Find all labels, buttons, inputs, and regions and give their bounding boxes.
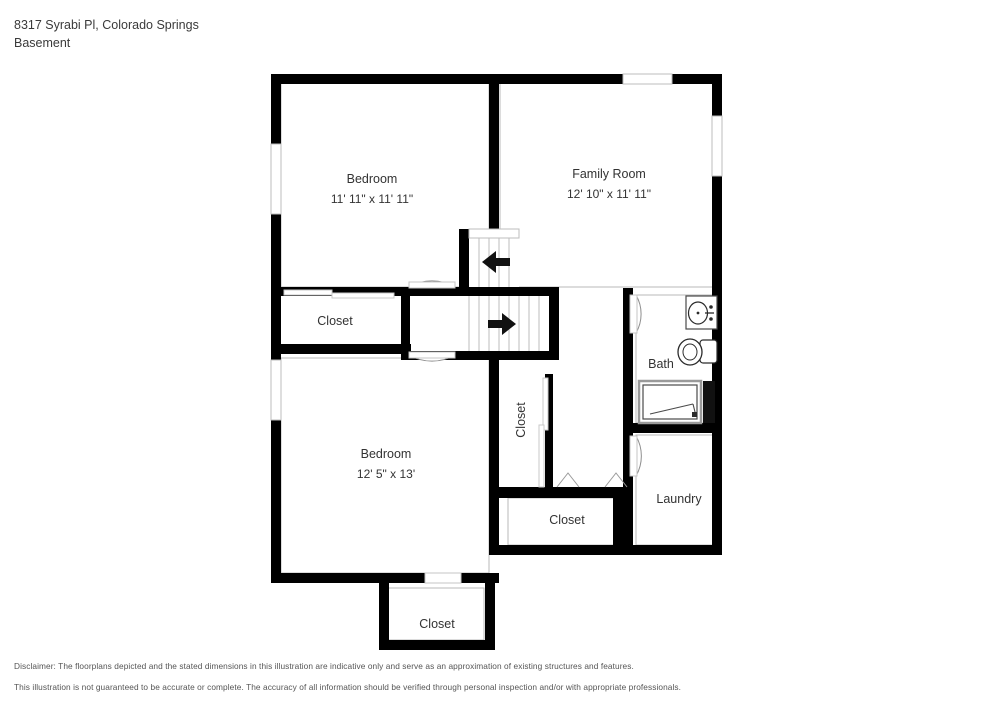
door-closet-left: [283, 289, 395, 299]
room-dim-bedroom-2: 12' 5" x 13': [357, 467, 415, 481]
disclaimer-block: Disclaimer: The floorplans depicted and …: [14, 661, 914, 703]
room-label-closet-left: Closet: [317, 314, 353, 328]
windows: [270, 73, 723, 421]
room-label-family-room: Family Room: [572, 167, 646, 181]
door-laundry: [629, 435, 642, 477]
stairs-lower: [459, 296, 549, 351]
exterior-walls: [271, 74, 722, 583]
property-address: 8317 Syrabi Pl, Colorado Springs: [14, 18, 199, 32]
door-bedroom-1: [408, 280, 456, 289]
disclaimer-line-2: This illustration is not guaranteed to b…: [14, 682, 682, 692]
door-closet-bottom: [424, 572, 462, 584]
toilet-icon: [677, 338, 718, 366]
room-label-closet-hall: Closet: [514, 402, 528, 438]
room-dim-bedroom-1: 11' 11" x 11' 11": [331, 192, 413, 206]
bathroom-sink-icon: [685, 295, 718, 330]
plan-header: 8317 Syrabi Pl, Colorado Springs Basemen…: [14, 16, 199, 52]
stairs-upper: [468, 228, 520, 287]
room-dim-family-room: 12' 10" x 11' 11": [567, 187, 651, 201]
disclaimer-line-1: Disclaimer: The floorplans depicted and …: [14, 661, 634, 671]
room-label-bedroom-1: Bedroom: [347, 172, 398, 186]
floor-level-label: Basement: [14, 36, 71, 50]
door-bedroom-2: [408, 351, 456, 362]
room-label-laundry: Laundry: [656, 492, 702, 506]
door-closet-hall: [538, 377, 549, 488]
bathroom-fixtures: [637, 295, 718, 425]
stair-direction-arrow-left: [482, 251, 510, 273]
room-labels: Bedroom 11' 11" x 11' 11" Family Room 12…: [317, 167, 702, 631]
room-label-bath: Bath: [648, 357, 674, 371]
door-bath: [629, 294, 642, 334]
doors: [283, 280, 642, 584]
room-label-closet-lower: Closet: [549, 513, 585, 527]
room-label-closet-bottom: Closet: [419, 617, 455, 631]
interior-walls: [271, 74, 722, 650]
stair-direction-arrow-right: [488, 313, 516, 335]
room-label-bedroom-2: Bedroom: [361, 447, 412, 461]
door-closet-lower: [556, 472, 628, 488]
bathtub-icon: [637, 379, 703, 425]
